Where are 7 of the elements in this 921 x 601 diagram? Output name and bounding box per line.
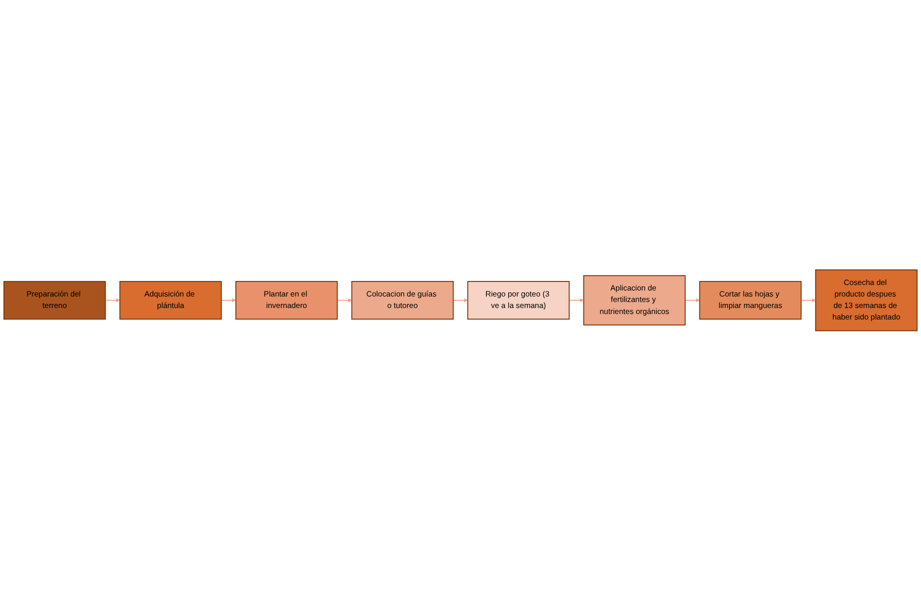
arrow <box>104 298 120 303</box>
arrow <box>336 298 352 303</box>
arrow <box>220 298 236 303</box>
arrow <box>684 298 700 303</box>
arrow <box>568 298 584 303</box>
arrow <box>452 298 468 303</box>
arrow <box>800 298 816 303</box>
